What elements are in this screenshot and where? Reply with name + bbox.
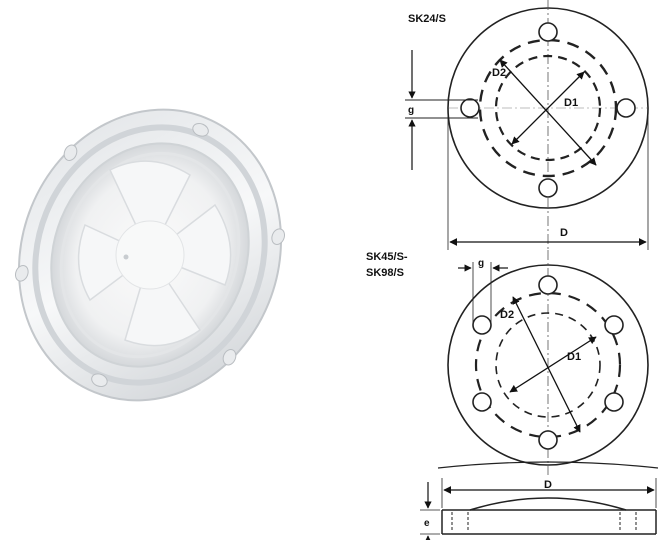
- dim-d2-bottom: D2: [500, 309, 514, 321]
- model-label-sk98-line2: SK98/S: [366, 267, 404, 279]
- dim-g-top: g: [408, 105, 414, 116]
- dim-e-side: e: [424, 518, 430, 529]
- product-photo: [14, 108, 286, 402]
- dim-d-side: D: [544, 479, 552, 491]
- dim-d1-bottom: D1: [567, 351, 581, 363]
- dim-g-bottom: g: [478, 258, 484, 269]
- dim-d2-top: D2: [492, 67, 506, 79]
- drawing-bottom-view: SK45/S- SK98/S g D2 D1: [366, 250, 649, 475]
- dim-d-top: D: [560, 227, 568, 239]
- drawing-top-view: SK24/S D2 D1 g D: [404, 0, 649, 250]
- dim-d1-top: D1: [564, 97, 578, 109]
- model-label-sk24: SK24/S: [408, 13, 446, 25]
- drawing-side-view: D e: [420, 461, 659, 540]
- model-label-sk45-line1: SK45/S-: [366, 251, 408, 263]
